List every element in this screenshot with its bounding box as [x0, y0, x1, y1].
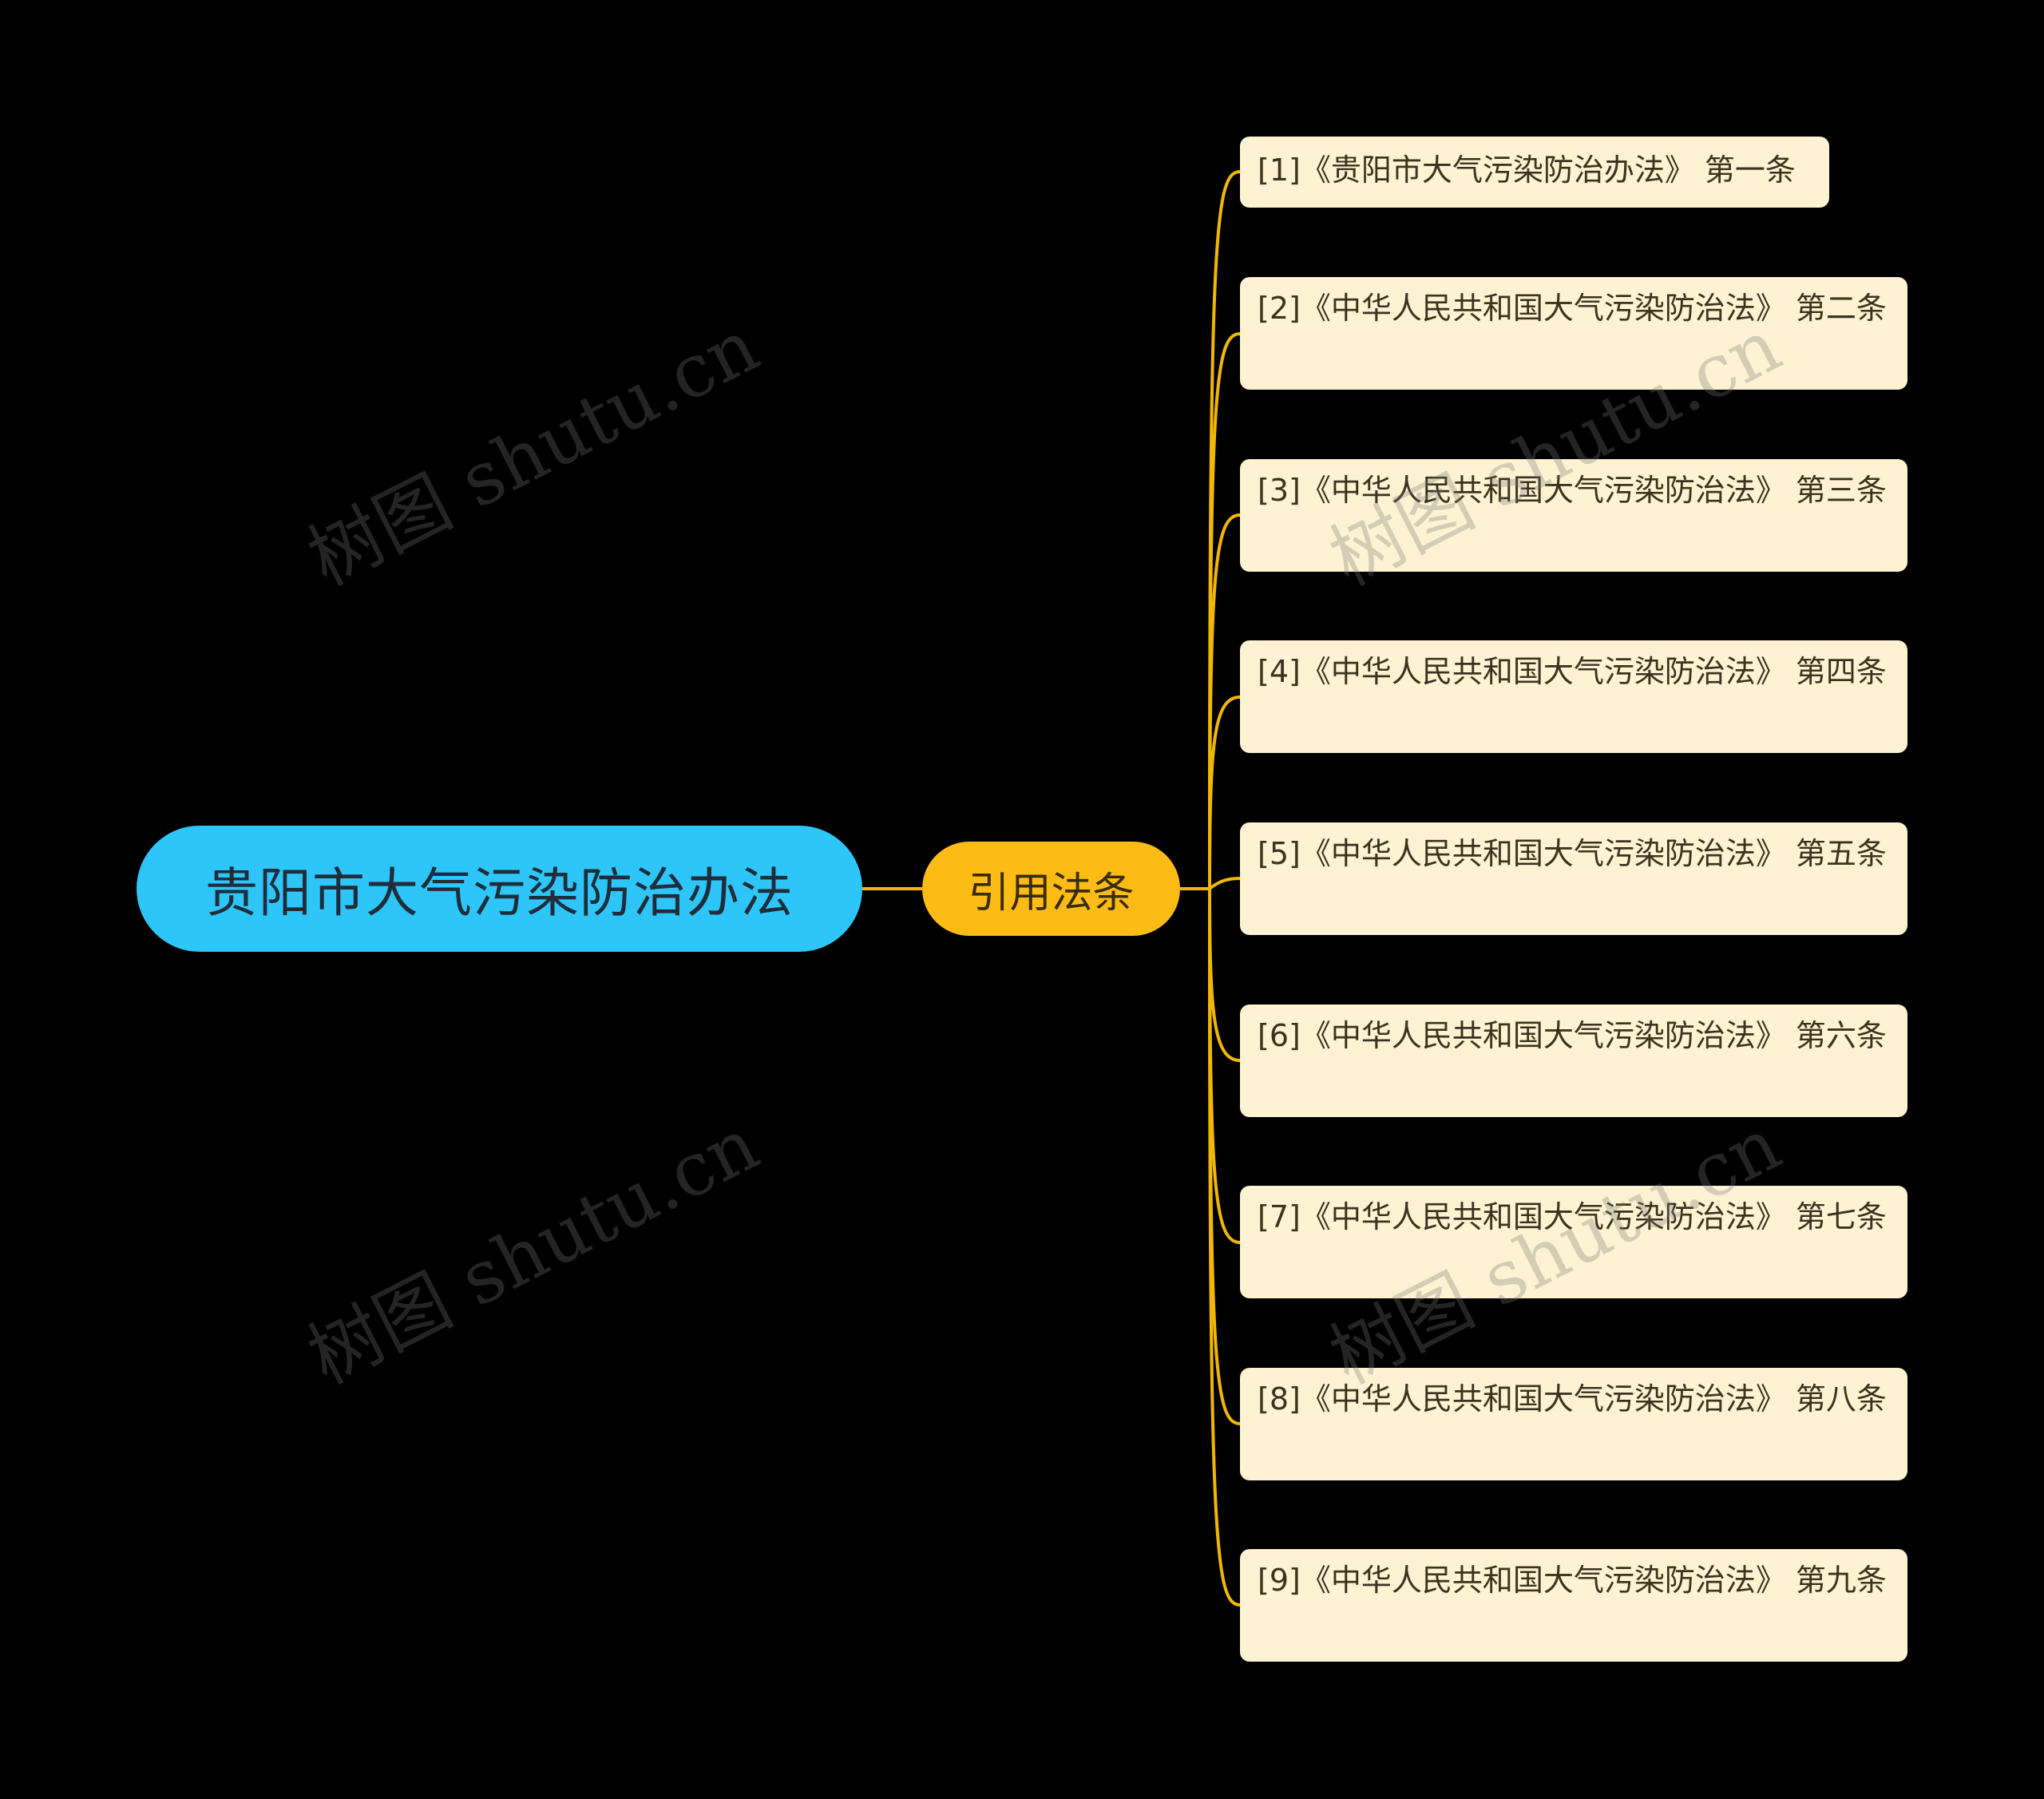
leaf-node-3[interactable]: [3]《中华人民共和国大气污染防治法》 第三条: [1240, 459, 1907, 572]
root-topic-label: 贵阳市大气污染防治办法: [205, 862, 794, 924]
leaf-node-5[interactable]: [5]《中华人民共和国大气污染防治法》 第五条: [1240, 822, 1907, 935]
branch-topic-label: 引用法条: [968, 869, 1135, 917]
leaf-connector-3: [1208, 513, 1241, 890]
leaf-node-7[interactable]: [7]《中华人民共和国大气污染防治法》 第七条: [1240, 1186, 1907, 1298]
leaf-node-2[interactable]: [2]《中华人民共和国大气污染防治法》 第二条: [1240, 277, 1907, 390]
leaf-node-6[interactable]: [6]《中华人民共和国大气污染防治法》 第六条: [1240, 1005, 1907, 1117]
leaf-connector-5: [1208, 877, 1241, 890]
leaf-connector-4: [1208, 695, 1241, 890]
leaf-node-8[interactable]: [8]《中华人民共和国大气污染防治法》 第八条: [1240, 1368, 1907, 1480]
root-topic-node[interactable]: 贵阳市大气污染防治办法: [137, 826, 862, 952]
branch-topic-node[interactable]: 引用法条: [922, 842, 1180, 936]
leaf-node-1[interactable]: [1]《贵阳市大气污染防治办法》 第一条: [1240, 137, 1829, 208]
leaf-connector-6: [1208, 888, 1241, 1062]
leaf-connector-9: [1208, 888, 1241, 1607]
leaf-node-9[interactable]: [9]《中华人民共和国大气污染防治法》 第九条: [1240, 1549, 1907, 1662]
leaf-node-4[interactable]: [4]《中华人民共和国大气污染防治法》 第四条: [1240, 640, 1907, 753]
leaf-connector-7: [1208, 888, 1241, 1244]
